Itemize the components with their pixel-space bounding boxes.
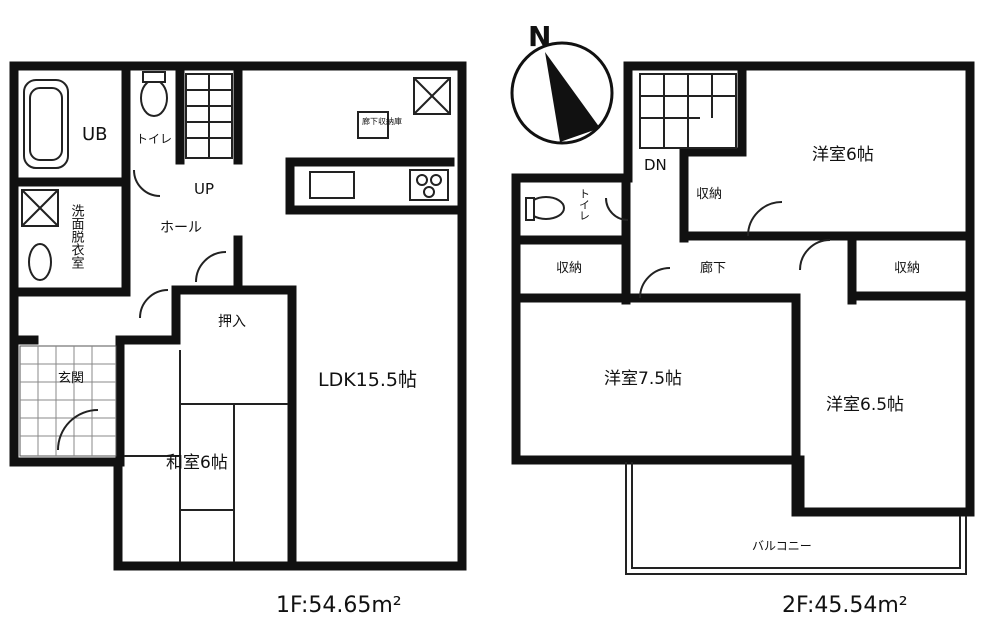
door-swing	[195, 251, 227, 283]
floor2-plan	[511, 61, 975, 575]
room-label-western-6: 洋室6帖	[812, 145, 874, 165]
door-swing	[799, 239, 831, 271]
staircase-2f	[639, 73, 737, 149]
room-label-closet: 押入	[218, 314, 246, 330]
washing-machine	[21, 189, 59, 227]
room-label-storage-b: 収納	[556, 261, 582, 276]
room-label-entrance: 玄関	[58, 371, 84, 386]
floor2-area-label: 2F:45.54m²	[782, 593, 908, 618]
toilet-tank	[525, 197, 535, 221]
room-label-balcony: バルコニー	[752, 539, 812, 553]
bathtub-inner	[29, 87, 63, 161]
room-label-storage: 廊下収納庫	[362, 116, 402, 126]
entrance-tiles	[19, 345, 117, 457]
door-swing	[747, 201, 783, 237]
room-label-storage-a: 収納	[696, 187, 722, 202]
floor1-area-label: 1F:54.65m²	[276, 593, 402, 618]
room-label-ub: UB	[82, 124, 108, 145]
tatami-mats	[124, 350, 288, 562]
room-label-washitsu: 和室6帖	[166, 453, 228, 473]
stairs-down-label: DN	[644, 156, 667, 174]
stove	[409, 169, 449, 201]
room-label-hall: ホール	[160, 220, 202, 236]
balcony-rail-inner	[631, 462, 961, 569]
north-label: N	[528, 20, 551, 53]
room-label-ldk: LDK15.5帖	[318, 369, 417, 391]
room-label-western-7-5: 洋室7.5帖	[604, 369, 682, 389]
compass-ring	[510, 41, 614, 145]
door-swing	[133, 169, 161, 197]
stairs-up-label: UP	[194, 180, 214, 198]
compass-needle	[545, 52, 600, 142]
room-label-storage-c: 収納	[894, 261, 920, 276]
bathtub	[23, 79, 69, 169]
toilet-fixture	[140, 79, 168, 117]
door-swing	[639, 267, 671, 299]
storage-box	[357, 111, 389, 139]
room-label-corridor: 廊下	[700, 260, 726, 276]
compass	[510, 41, 614, 145]
kitchen-sink	[309, 171, 355, 199]
door-swing	[57, 409, 99, 451]
door-swing	[139, 289, 169, 319]
floor1-outer-wall	[9, 61, 467, 571]
room-label-western-6-5: 洋室6.5帖	[826, 395, 904, 415]
balcony-rail	[625, 462, 967, 575]
room-label-toilet: トイレ	[136, 132, 172, 146]
staircase-1f	[185, 73, 233, 159]
toilet-tank	[142, 71, 166, 83]
washbasin	[28, 243, 52, 281]
room-label-washroom: 洗面脱衣室	[69, 204, 85, 269]
room-label-toilet-2f: トイレ	[578, 188, 591, 221]
door-swing	[605, 197, 629, 221]
floor1-plan	[9, 61, 467, 571]
fridge-space	[413, 77, 451, 115]
